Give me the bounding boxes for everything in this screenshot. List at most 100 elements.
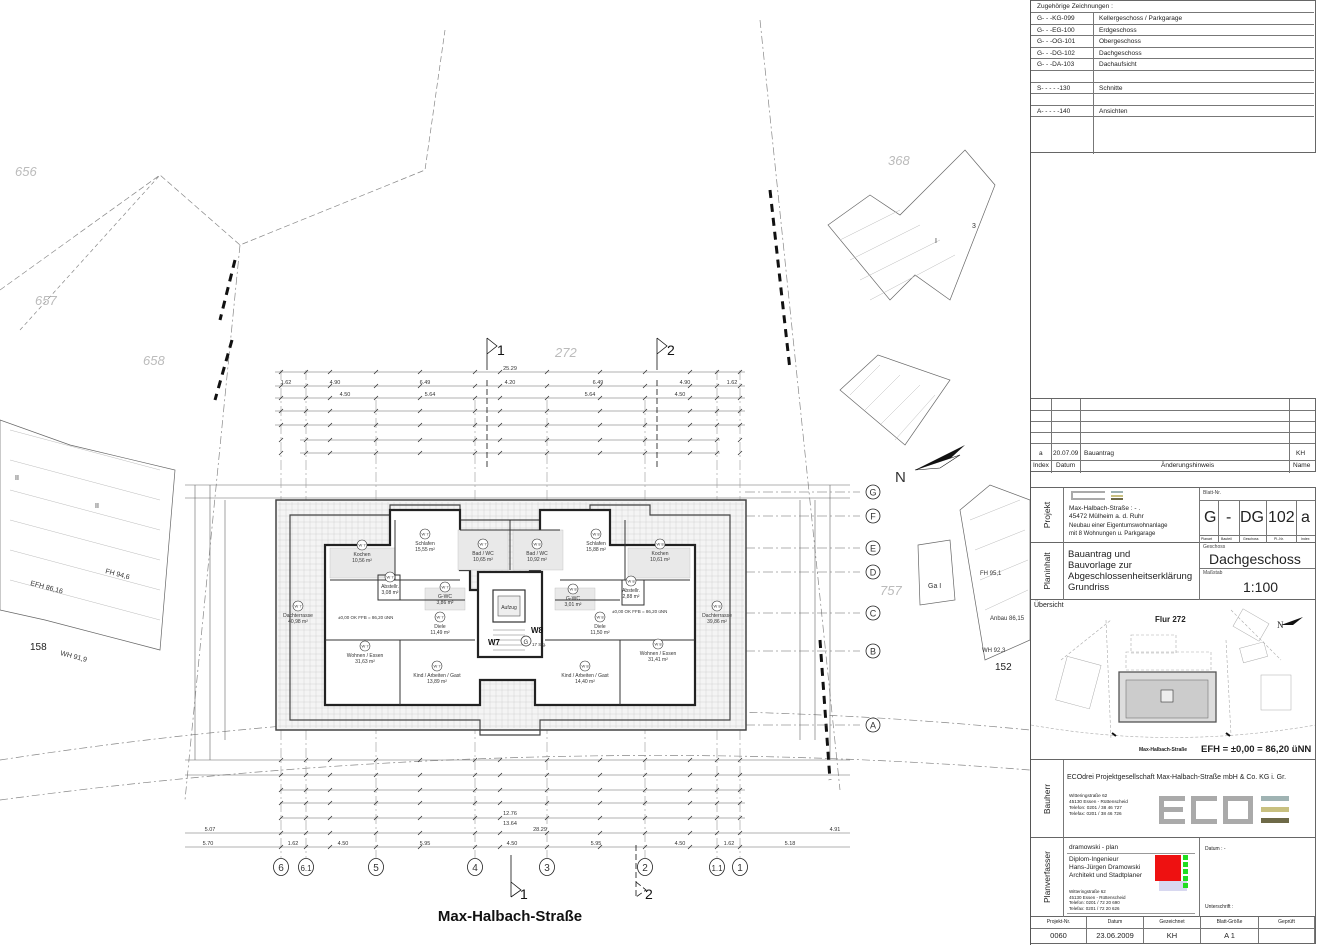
grid-axis-label: 5 [373, 863, 379, 874]
grid-axis-label: G [869, 488, 876, 498]
grid-axis-label: 1.1 [711, 864, 723, 873]
floor-plan-drawing: 656 657 658 272 368 757 158 152 II II EF… [0, 19, 1030, 925]
grid-axis-bubble: D [865, 564, 881, 580]
parcel-number: 158 [30, 642, 47, 653]
dimension-value: 4.90 [680, 380, 691, 386]
dimension-value: 5.95 [420, 841, 431, 847]
grid-axis-bubble: C [865, 605, 881, 621]
unit-marker-w7: W7 [488, 638, 501, 647]
elevation-note: ±0,00 OK FFB = 86,20 üNN [338, 615, 393, 620]
neighbor-building [0, 149, 1030, 661]
grid-axis-bubble: B [865, 643, 881, 659]
section-label: 2 [645, 886, 653, 902]
svg-text:N: N [895, 469, 906, 486]
unit-tag: W 8 [533, 542, 541, 547]
grid-axis-bubble: 6 [273, 858, 289, 876]
neighbor-label: FH 94,6 [104, 568, 130, 581]
dimension-value: 4.50 [675, 392, 686, 398]
room-area: 15,55 m² [415, 547, 435, 553]
room: W 7G-WC3,86 m² [437, 581, 454, 606]
room-area: 11,50 m² [590, 630, 610, 636]
room: W 7 Abstellr.3,08 m² [381, 571, 399, 596]
unit-tag: W 7 [421, 532, 429, 537]
neighbor-label: WH 92,3 [982, 648, 1006, 654]
eco-logo [1159, 796, 1289, 826]
room-name: Dachterrasse [283, 613, 313, 619]
unit-tag: W 7 [386, 575, 394, 580]
unit-tag-icon [654, 538, 666, 550]
footer-header: Projekt-Nr. [1031, 917, 1087, 928]
footer-value [1259, 929, 1315, 943]
grid-axis-label: 6 [278, 863, 284, 874]
room-name: Bad / WC [526, 551, 548, 557]
room-name: Schlafen [415, 541, 435, 547]
unit-tag-icon [359, 640, 371, 652]
grid-axis-label: B [870, 647, 876, 657]
grid-axis-label: F [870, 512, 876, 522]
dimension-value: 5.70 [203, 841, 214, 847]
site-overview-map [1031, 608, 1315, 741]
footer-header: Gezeichnet [1144, 917, 1201, 928]
room-name: Bad / WC [472, 551, 494, 557]
neighbor-label: EFH 86,16 [29, 580, 63, 595]
room-area: 2,88 m² [623, 594, 640, 600]
room-area: 10,65 m² [473, 557, 493, 563]
room-name: Wohnen / Essen [347, 653, 384, 659]
unit-tag: W 7 [436, 615, 444, 620]
footer-value: 0060 [1031, 929, 1087, 943]
unit-tag: W 7 [361, 644, 369, 649]
grid-axis-bubble: 2 [637, 858, 653, 876]
unit-tag-icon [590, 528, 602, 540]
dimension-value: 12.76 [503, 811, 517, 817]
unit-tag-icon [531, 538, 543, 550]
section-label: 1 [520, 886, 528, 902]
overview-section: Übersicht Flur 272 N Max-Halbach-Straße … [1031, 600, 1316, 760]
room-area: 10,56 m² [352, 558, 372, 564]
dimension-value: 5.64 [425, 392, 436, 398]
parcel-number: 368 [888, 153, 910, 168]
unit-tag: W 8 [713, 604, 721, 609]
grid-axis-bubble: 1.1 [709, 858, 725, 876]
dimension-value: 1.62 [288, 841, 299, 847]
grid-axis-label: D [870, 568, 877, 578]
unit-tag: W 7 [433, 664, 441, 669]
room-name: Dachterrasse [702, 613, 732, 619]
unit-tag-icon [652, 638, 664, 650]
dimension-value: 5.64 [585, 392, 596, 398]
parcel-number: 657 [35, 293, 57, 308]
unit-tag: W 7 [358, 543, 366, 548]
plan-content-section: Planinhalt Bauantrag und Bauvorlage zur … [1031, 543, 1316, 600]
room-area: 39,86 m² [707, 619, 727, 625]
room-area: 31,41 m² [648, 657, 668, 663]
unit-tag: W 8 [569, 587, 577, 592]
unit-tag: W 8 [581, 664, 589, 669]
dimension-value: 4.50 [340, 392, 351, 398]
room-area: 14,40 m² [575, 679, 595, 685]
room-name: Abstellr. [381, 584, 399, 590]
unit-tag: W 7 [441, 585, 449, 590]
scale: 1:100 [1243, 579, 1279, 595]
parcel-number: 658 [143, 353, 165, 368]
room-area: 11,49 m² [430, 630, 450, 636]
unit-tag-icon [419, 528, 431, 540]
room-name: Kind / Arbeiten / Gast [413, 673, 461, 679]
dimension-value: 6.49 [593, 380, 604, 386]
room-area: 3,08 m² [382, 590, 399, 596]
floor-name: Dachgeschoss [1209, 551, 1301, 567]
room-name: Wohnen / Essen [640, 651, 677, 657]
grid-axis-label: 3 [544, 863, 550, 874]
dimension-value: 4.91 [830, 827, 841, 833]
unit-tag-icon [567, 583, 579, 595]
section-label: 1 [497, 342, 505, 358]
parcel-number: 656 [15, 164, 37, 179]
related-drawings-header: Zugehörige Zeichnungen : [1031, 1, 1314, 13]
